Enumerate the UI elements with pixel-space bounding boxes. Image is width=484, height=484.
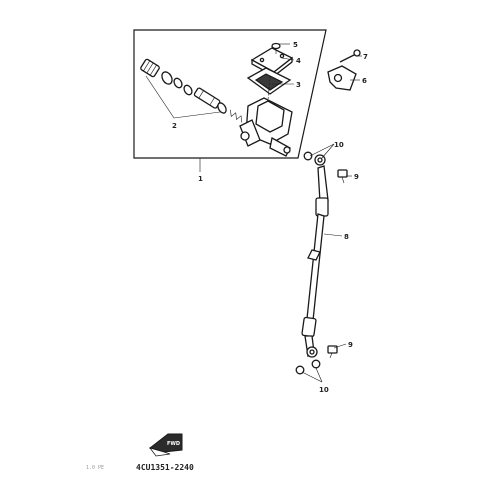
- brake-hose: [295, 151, 329, 375]
- diagram-code: 4CU1351-2240: [136, 463, 194, 472]
- callout-5: 5: [293, 41, 298, 49]
- callout-2: 2: [172, 122, 177, 130]
- callout-10-upper: 10: [334, 141, 344, 149]
- callout-1: 1: [198, 175, 203, 183]
- callout-3: 3: [296, 81, 301, 89]
- piston-kit: [140, 58, 243, 123]
- cap-screw: [271, 42, 281, 54]
- callout-4: 4: [296, 57, 301, 65]
- callout-8: 8: [344, 233, 349, 241]
- diaphragm: [246, 67, 292, 95]
- corner-mark: 1.0 PE: [86, 465, 104, 471]
- callout-7: 7: [363, 53, 368, 61]
- union-bolt-upper: [337, 169, 348, 184]
- front-badge-label: FWD: [167, 441, 180, 447]
- callout-9-lower: 9: [348, 341, 353, 349]
- union-bolt-lower: [327, 345, 338, 359]
- callout-10-lower: 10: [319, 386, 329, 394]
- lever-holder: [327, 65, 357, 91]
- callout-9-upper: 9: [354, 173, 359, 181]
- callout-6: 6: [362, 77, 367, 85]
- assembly-frame: [133, 29, 327, 159]
- front-direction-badge: FWD: [148, 433, 183, 457]
- master-cylinder-body: [239, 97, 293, 157]
